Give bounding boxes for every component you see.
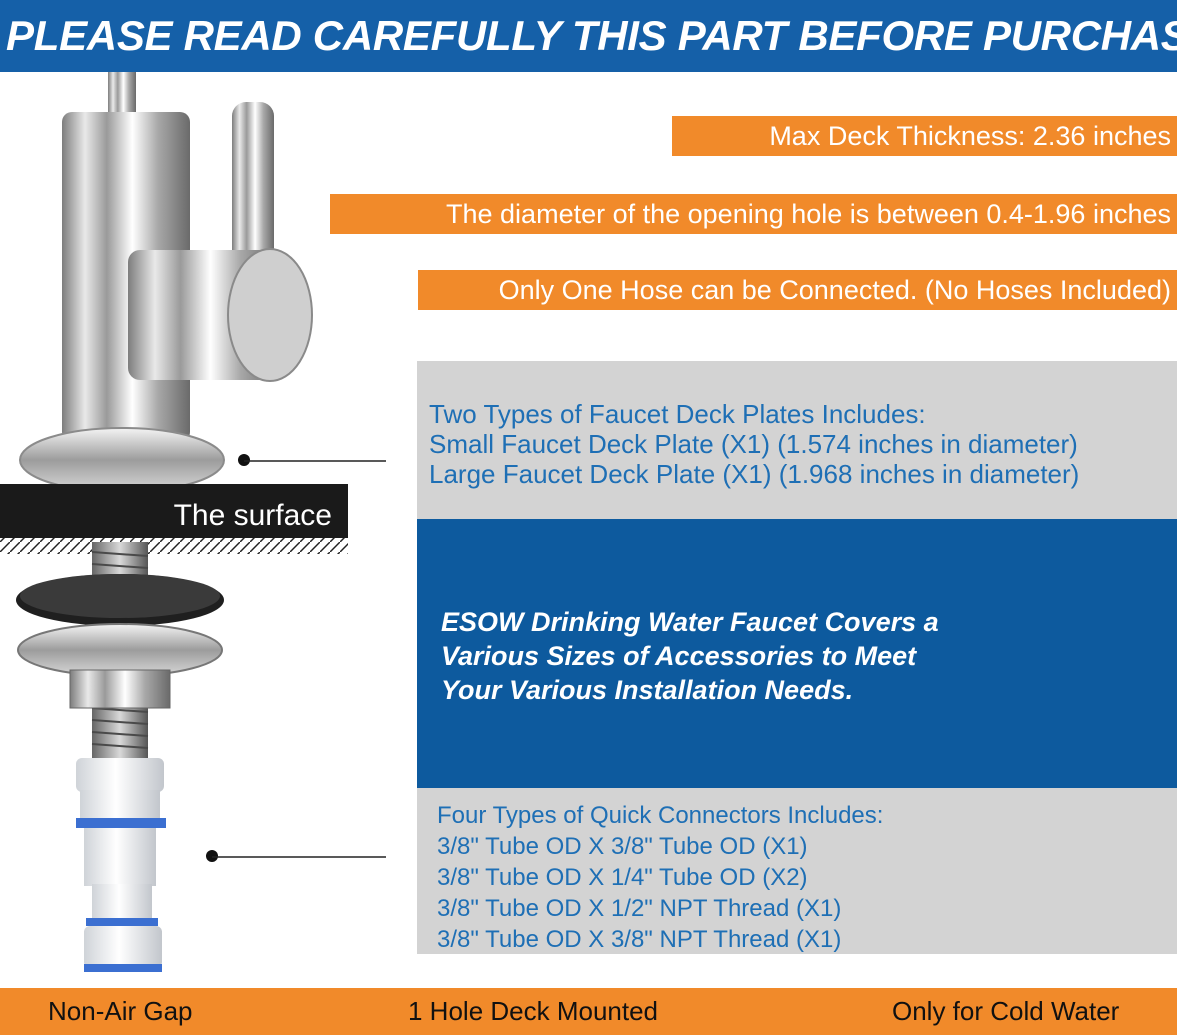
connector-item: 3/8" Tube OD X 3/8" Tube OD (X1) [437, 833, 808, 860]
deck-plate-large: Large Faucet Deck Plate (X1) (1.968 inch… [429, 459, 1080, 489]
faucet-illustration [0, 72, 386, 972]
brand-message-line: ESOW Drinking Water Faucet Covers a [441, 607, 939, 637]
connector-item: 3/8" Tube OD X 3/8" NPT Thread (X1) [437, 926, 842, 953]
deck-plates-heading: Two Types of Faucet Deck Plates Includes… [429, 399, 926, 429]
connectors-heading: Four Types of Quick Connectors Includes: [437, 802, 884, 829]
page-title: PLEASE READ CAREFULLY THIS PART BEFORE P… [0, 0, 1177, 72]
connector-item: 3/8" Tube OD X 1/4" Tube OD (X2) [437, 864, 808, 891]
spec-deck-thickness: Max Deck Thickness: 2.36 inches [672, 116, 1177, 156]
footer-cold-water: Only for Cold Water [892, 996, 1120, 1026]
spec-hose: Only One Hose can be Connected. (No Hose… [418, 270, 1177, 310]
deck-plate-small: Small Faucet Deck Plate (X1) (1.574 inch… [429, 429, 1078, 459]
deck-plates-panel: Two Types of Faucet Deck Plates Includes… [417, 361, 1177, 519]
footer-bar: Non-Air Gap 1 Hole Deck Mounted Only for… [0, 988, 1177, 1035]
brand-message-panel: ESOW Drinking Water Faucet Covers a Vari… [417, 519, 1177, 788]
spec-hole-diameter: The diameter of the opening hole is betw… [330, 194, 1177, 234]
connector-item: 3/8" Tube OD X 1/2" NPT Thread (X1) [437, 895, 842, 922]
brand-message-line: Your Various Installation Needs. [441, 675, 854, 705]
surface-label: The surface [0, 494, 348, 538]
connectors-panel: Four Types of Quick Connectors Includes:… [417, 788, 1177, 954]
brand-message-line: Various Sizes of Accessories to Meet [441, 641, 917, 671]
footer-deck-mounted: 1 Hole Deck Mounted [408, 996, 659, 1026]
footer-non-air-gap: Non-Air Gap [48, 996, 193, 1026]
